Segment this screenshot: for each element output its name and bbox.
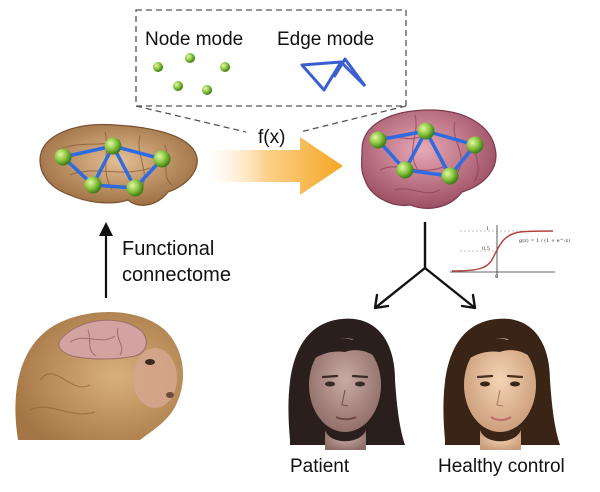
monkey-illustration [15, 312, 184, 440]
node-mode-icon [153, 53, 230, 95]
sigmoid-x-tick-zero: 0 [495, 274, 499, 280]
connectome-arrow [99, 222, 113, 298]
edge-mode-icon [300, 57, 367, 92]
sigmoid-y-tick-top: 1 [486, 226, 490, 232]
functional-connectome-line2: connectome [122, 264, 231, 286]
mode-legend-box [135, 9, 407, 133]
patient-label: Patient [290, 456, 350, 477]
classification-branch [373, 222, 477, 310]
node-mode-label: Node mode [145, 29, 244, 50]
functional-connectome-line1: Functional [122, 238, 215, 260]
patient-face [288, 318, 405, 450]
edge-mode-label: Edge mode [277, 29, 375, 50]
human-brain [361, 109, 497, 209]
sigmoid-inset [450, 225, 555, 278]
healthy-control-face [443, 318, 560, 450]
sigmoid-formula: g(z) = 1 / (1 + e^-z) [519, 238, 571, 244]
functional-connectome-label: Functional connectome [122, 236, 231, 288]
mapping-function-label: f(x) [258, 127, 286, 148]
sigmoid-y-tick-mid: 0.5 [482, 246, 490, 252]
healthy-control-label: Healthy control [438, 456, 565, 477]
mapping-arrow [205, 137, 343, 195]
monkey-brain [39, 123, 198, 206]
